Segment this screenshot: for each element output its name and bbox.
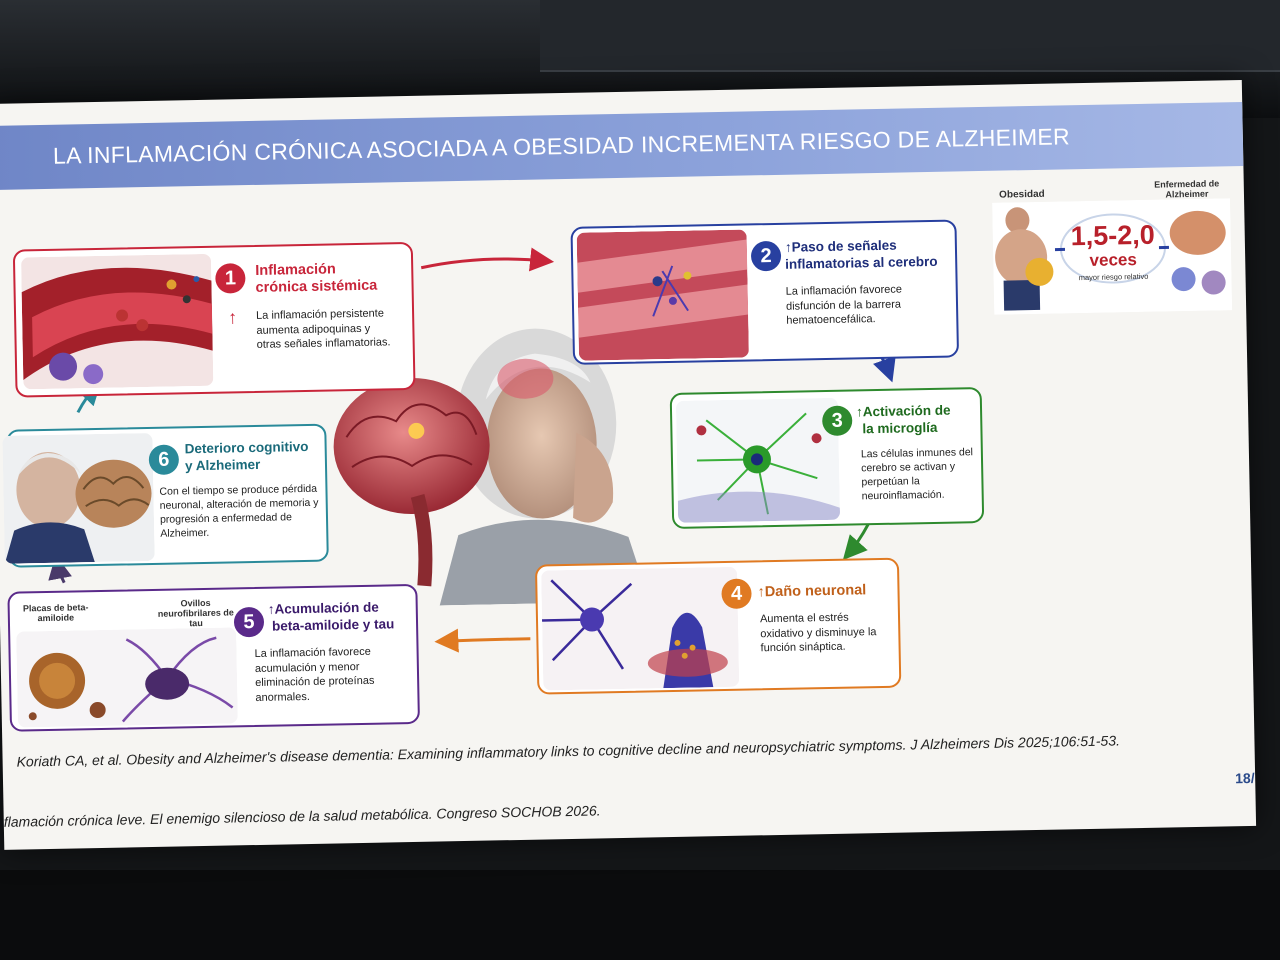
presentation-slide: LA INFLAMACIÓN CRÓNICA ASOCIADA A OBESID… [0,79,1257,850]
alzheimer-disease-label: Enfermedad de Alzheimer [1154,178,1220,200]
step-6-box: 6 Deterioro cognitivo y Alzheimer Con el… [2,423,329,568]
step-3-title-line2: la microglía [862,419,938,437]
neuron-damage-illustration [541,566,740,691]
step-1-description: La inflamación persistente aumenta adipo… [256,307,391,351]
step-1-up-arrow: ↑ [227,307,238,328]
step-2-number: 2 [750,240,782,272]
cycle-arrows [48,247,896,653]
step-1-box: 1 Inflamación crónica sistémica ↑ La inf… [12,241,416,398]
step-1-title-line2: crónica sistémica [255,277,378,296]
amyloid-plaques-label: Placas de beta-amiloide [22,602,89,624]
risk-graphics [992,198,1233,315]
step-6-number: 6 [148,444,180,476]
blood-brain-barrier-illustration [576,229,750,361]
tau-tangles-label: Ovillos neurofibrilares de tau [157,597,234,629]
page-number: 18/ [1235,769,1255,787]
amyloid-tau-illustration [16,627,238,728]
ceiling-panel [540,0,1280,72]
step-4-description: Aumenta el estrés oxidativo y disminuye … [759,611,877,655]
step-3-description: Las células inmunes del cerebro se activ… [860,446,974,503]
step-5-title-line1: ↑Acumulación de [267,599,379,617]
risk-value: 1,5-2,0 [1070,219,1156,252]
step-2-description: La inflamación favorece disfunción de la… [785,283,903,327]
microglia-illustration [675,397,841,523]
step-1-title-line1: Inflamación [255,261,336,279]
step-5-box: Placas de beta-amiloide Ovillos neurofib… [7,583,420,732]
risk-subtitle: mayor riesgo relativo [1078,271,1149,283]
step-5-description: La inflamación favorece acumulación y me… [254,645,375,704]
step-3-number: 3 [821,405,853,437]
step-5-number: 5 [233,606,265,638]
step-4-title: ↑Daño neuronal [757,582,867,601]
step-3-box: 3 ↑Activación de la microglía Las célula… [669,387,985,529]
risk-infographic: Obesidad Enfermedad de Alzheimer 1,5-2,0… [992,178,1233,317]
step-4-box: 4 ↑Daño neuronal Aumenta el estrés oxida… [534,557,902,695]
step-2-box: 2 ↑Paso de señales inflamatorias al cere… [570,219,960,365]
risk-unit: veces [1089,250,1138,270]
step-4-number: 4 [721,578,752,610]
step-5-title-line2: beta-amiloide y tau [271,616,395,634]
obesity-label: Obesidad [999,188,1045,201]
elderly-alzheimer-illustration [2,432,155,564]
step-3-title-line1: ↑Activación de [855,402,951,420]
step-2-title-line1: ↑Paso de señales [784,237,897,255]
step-2-title-line2: inflamatorias al cerebro [785,253,938,272]
step-6-title-line2: y Alzheimer [184,456,261,474]
room-floor [0,870,1280,960]
blood-vessel-illustration [20,253,214,390]
step-6-description: Con el tiempo se produce pérdida neurona… [159,482,319,540]
step-1-number: 1 [215,263,246,294]
step-6-title-line1: Deterioro cognitivo [184,438,309,457]
